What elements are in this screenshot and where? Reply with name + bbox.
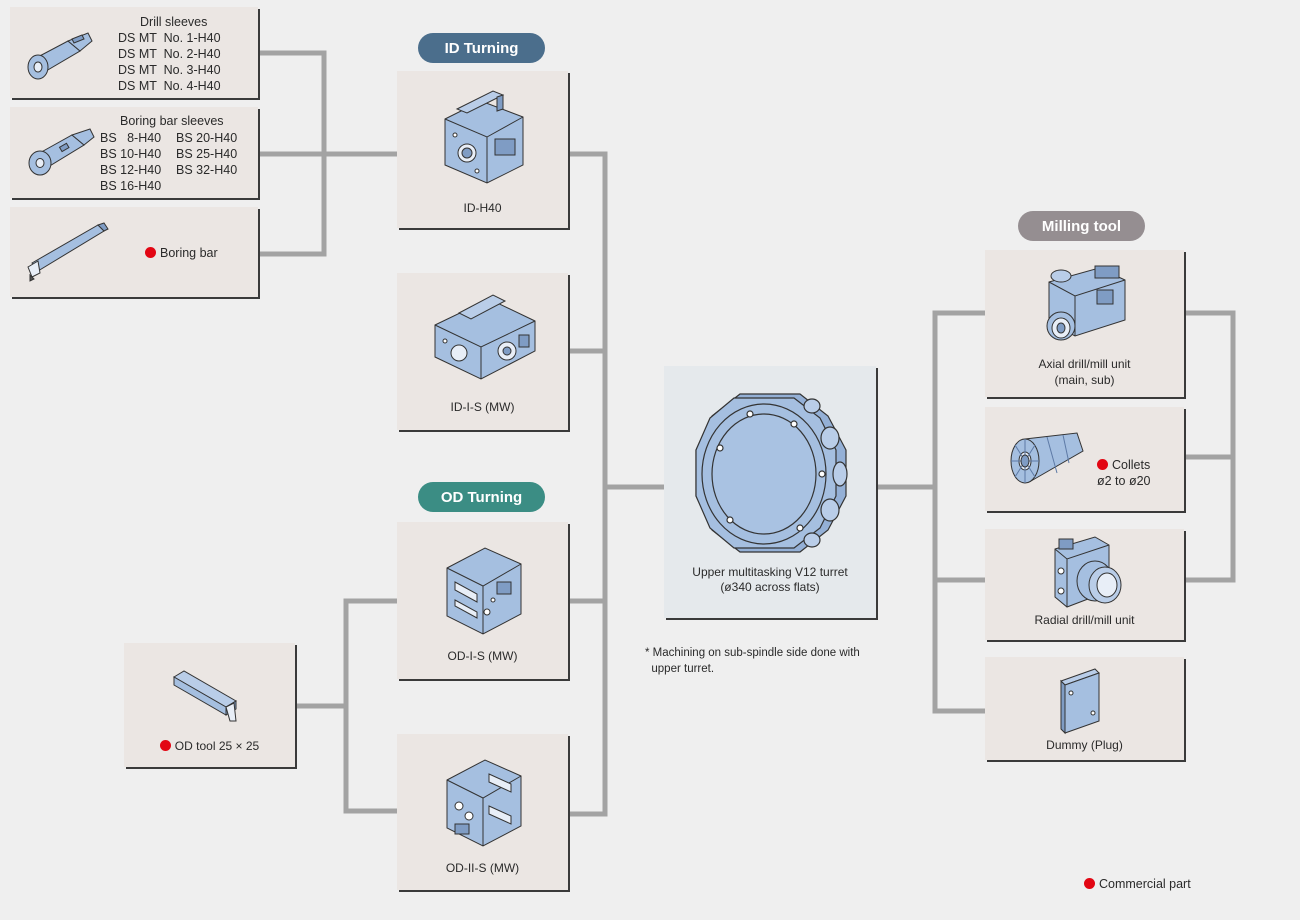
turret-box[interactable]: Upper multitasking V12 turret (ø340 acro… [664,366,876,618]
boring-sleeve-item: BS 32-H40 [176,163,238,177]
od-tool-label: OD tool 25 × 25 [124,738,295,754]
od-i-s-label: OD-I-S (MW) [447,649,518,663]
id-h40-label: ID-H40 [463,201,502,215]
connector-od-tool [343,598,397,814]
id-h40-box[interactable]: ID-H40 [397,71,568,228]
drill-sleeve-item: DS MT No. 3-H40 [118,63,221,77]
od-turning-pill: OD Turning [418,482,545,512]
commercial-dot [145,247,156,258]
v12-turret-icon [695,393,848,553]
commercial-dot [159,740,171,751]
legend-label: Commercial part [1099,877,1191,891]
od-ii-s-holder-icon [446,759,522,847]
id-h40-holder-icon [444,90,524,184]
boring-sleeve-icon [28,128,95,176]
note-line-2: upper turret. [645,663,715,675]
boring-bar-text: Boring bar [160,246,218,260]
boring-bar-sleeves-box[interactable]: Boring bar sleeves BS 8-H40 BS 10-H40 BS… [10,107,258,198]
axial-unit-box[interactable]: Axial drill/mill unit (main, sub) [985,250,1184,397]
od-i-s-box[interactable]: OD-I-S (MW) [397,522,568,679]
turret-label-1: Upper multitasking V12 turret [692,565,848,579]
od-tool-text: OD tool 25 × 25 [174,739,260,753]
radial-unit-box[interactable]: Radial drill/mill unit [985,529,1184,640]
commercial-dot [1084,878,1095,889]
dummy-box[interactable]: Dummy (Plug) [985,657,1184,760]
boring-sleeve-item: BS 8-H40 [100,131,162,145]
axial-unit-label-2: (main, sub) [1054,373,1115,387]
collets-label-2: ø2 to ø20 [1097,474,1151,488]
od-ii-s-box[interactable]: OD-II-S (MW) [397,734,568,890]
id-i-s-label: ID-I-S (MW) [450,400,515,414]
drill-sleeve-item: DS MT No. 4-H40 [118,79,221,93]
drill-sleeve-item: DS MT No. 2-H40 [118,47,221,61]
id-turning-pill: ID Turning [418,33,545,63]
turret-label-2: (ø340 across flats) [720,580,820,594]
drill-sleeves-box[interactable]: Drill sleeves DS MT No. 1-H40 DS MT No. … [10,7,258,98]
connector-mill-spine [932,310,985,714]
commercial-dot [1097,459,1108,470]
boring-bar-label: Boring bar [145,245,218,261]
id-i-s-box[interactable]: ID-I-S (MW) [397,273,568,430]
boring-sleeves-title: Boring bar sleeves [120,114,224,128]
legend: Commercial part [1084,876,1191,892]
note-line-1: * Machining on sub-spindle side done wit… [645,647,860,659]
boring-sleeve-item: BS 20-H40 [176,131,238,145]
boring-sleeve-item: BS 10-H40 [100,147,162,161]
od-i-s-holder-icon [446,547,522,635]
boring-sleeve-item: BS 12-H40 [100,163,162,177]
od-ii-s-label: OD-II-S (MW) [445,861,520,875]
connector-id-h40 [568,151,608,817]
collet-icon [1010,432,1084,484]
collets-label-1: Collets [1097,457,1150,473]
connector-collets [1184,310,1236,583]
id-i-s-holder-icon [434,294,536,380]
od-tool-icon [173,670,237,722]
dummy-label: Dummy (Plug) [1046,738,1123,752]
axial-unit-icon [1046,265,1126,341]
boring-bar-box[interactable]: Boring bar [10,207,258,297]
drill-sleeves-title: Drill sleeves [140,15,208,29]
radial-unit-icon [1054,536,1122,608]
drill-sleeve-item: DS MT No. 1-H40 [118,31,221,45]
dummy-plug-icon [1060,668,1100,735]
collets-text: Collets [1112,458,1151,472]
milling-tool-pill: Milling tool [1018,211,1145,241]
boring-sleeve-item: BS 25-H40 [176,147,238,161]
boring-sleeve-item: BS 16-H40 [100,179,162,193]
axial-unit-label-1: Axial drill/mill unit [1038,357,1131,371]
boring-bar-icon [27,222,109,282]
collets-box[interactable]: Collets ø2 to ø20 [985,407,1184,511]
drill-sleeve-icon [27,32,93,80]
radial-unit-label: Radial drill/mill unit [1034,613,1135,627]
od-tool-box[interactable]: OD tool 25 × 25 [124,643,295,767]
